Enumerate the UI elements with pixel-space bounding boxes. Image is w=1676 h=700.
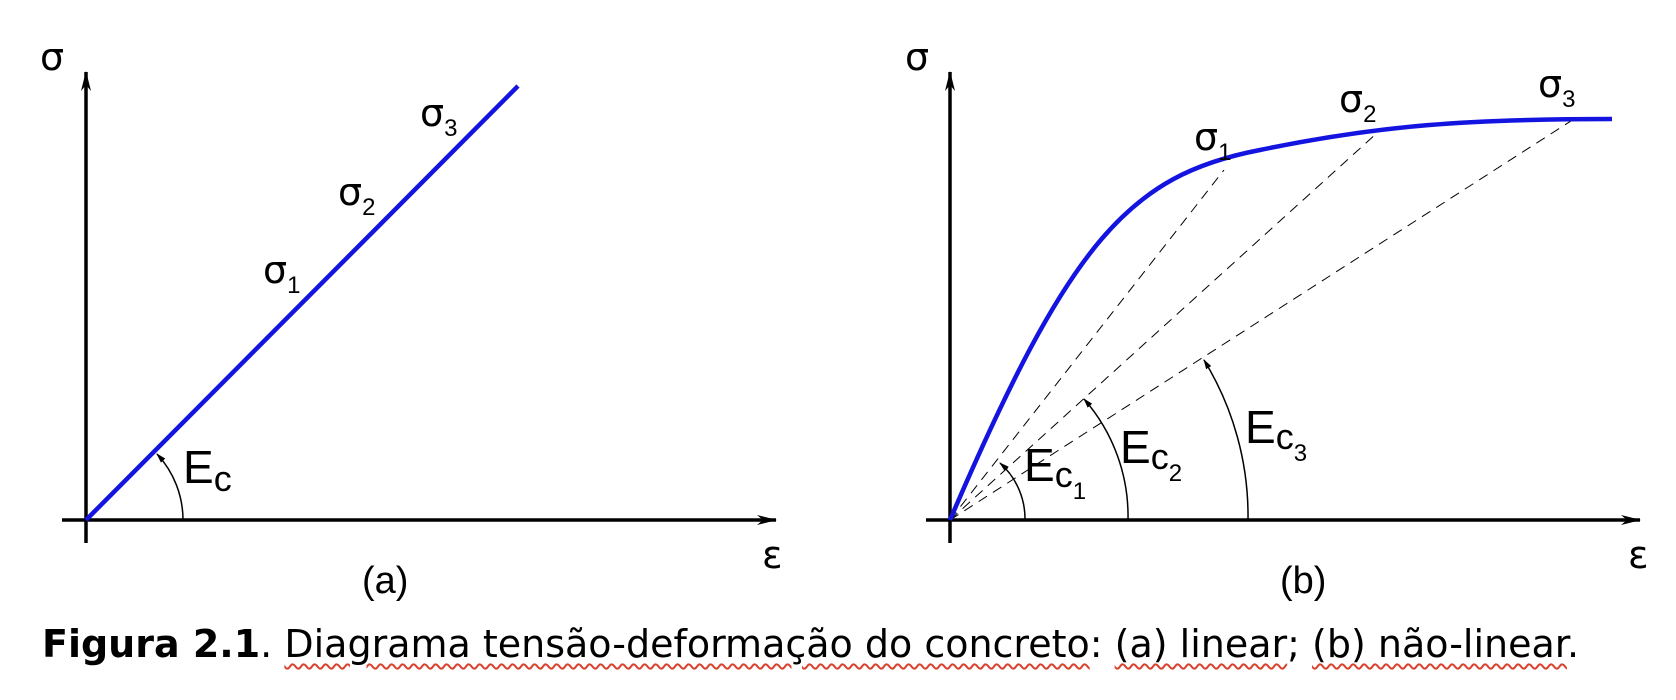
panel-b-modulus-2-angle-arc <box>1083 398 1129 521</box>
caption-end: . <box>1566 622 1580 666</box>
panel-a-label: (a) <box>362 560 408 602</box>
panel-a-y-axis-label: σ <box>40 35 64 79</box>
panel-b-secant-3 <box>949 118 1575 521</box>
panel-b-point-label-2: σ2 <box>1339 77 1376 128</box>
panel-b-point-label-3: σ3 <box>1538 62 1575 113</box>
panel-b-modulus-3-angle-arc <box>1203 359 1249 521</box>
caption-dot: . <box>260 622 285 666</box>
panel-b-secant-2 <box>949 132 1378 521</box>
caption-part-b: (b) não-linear <box>1312 622 1567 666</box>
panel-a-linear-curve <box>84 84 520 522</box>
caption-separator-2: ; <box>1287 622 1313 666</box>
caption-figure-number: Figura 2.1 <box>42 622 261 666</box>
panel-a-point-label-3: σ3 <box>420 91 457 142</box>
panel-b-modulus-1-label: Ec1 <box>1024 439 1086 505</box>
panel-b: σ ε σ1 σ2 σ3 Ec1 Ec2 Ec3 (b) <box>905 35 1649 602</box>
panel-b-label: (b) <box>1280 560 1326 602</box>
panel-b-modulus-3-label: Ec3 <box>1245 401 1307 467</box>
caption-title: Diagrama tensão-deformação do concreto <box>284 622 1090 666</box>
panel-b-point-label-1: σ1 <box>1194 115 1231 166</box>
panel-a-point-label-1: σ1 <box>263 248 300 299</box>
panel-b-x-axis-label: ε <box>1628 533 1649 577</box>
panel-a-x-axis-label: ε <box>762 533 783 577</box>
panel-b-modulus-1-angle-arc <box>999 462 1026 521</box>
panel-a-modulus-angle-arc <box>156 453 184 521</box>
caption-separator-1: : <box>1089 622 1115 666</box>
panel-a-point-label-2: σ2 <box>338 170 375 221</box>
panel-b-y-axis-label: σ <box>905 35 929 79</box>
panel-b-nonlinear-curve <box>947 116 1613 521</box>
figure-caption: Figura 2.1. Diagrama tensão-deformação d… <box>42 625 1579 663</box>
panel-a-modulus-label: Ec <box>183 441 232 499</box>
panel-b-secant-1 <box>949 169 1225 521</box>
caption-part-a: (a) linear <box>1114 622 1288 666</box>
panel-b-modulus-2-label: Ec2 <box>1120 421 1182 487</box>
panel-a: σ ε σ1 σ2 σ3 Ec (a) <box>40 35 783 602</box>
